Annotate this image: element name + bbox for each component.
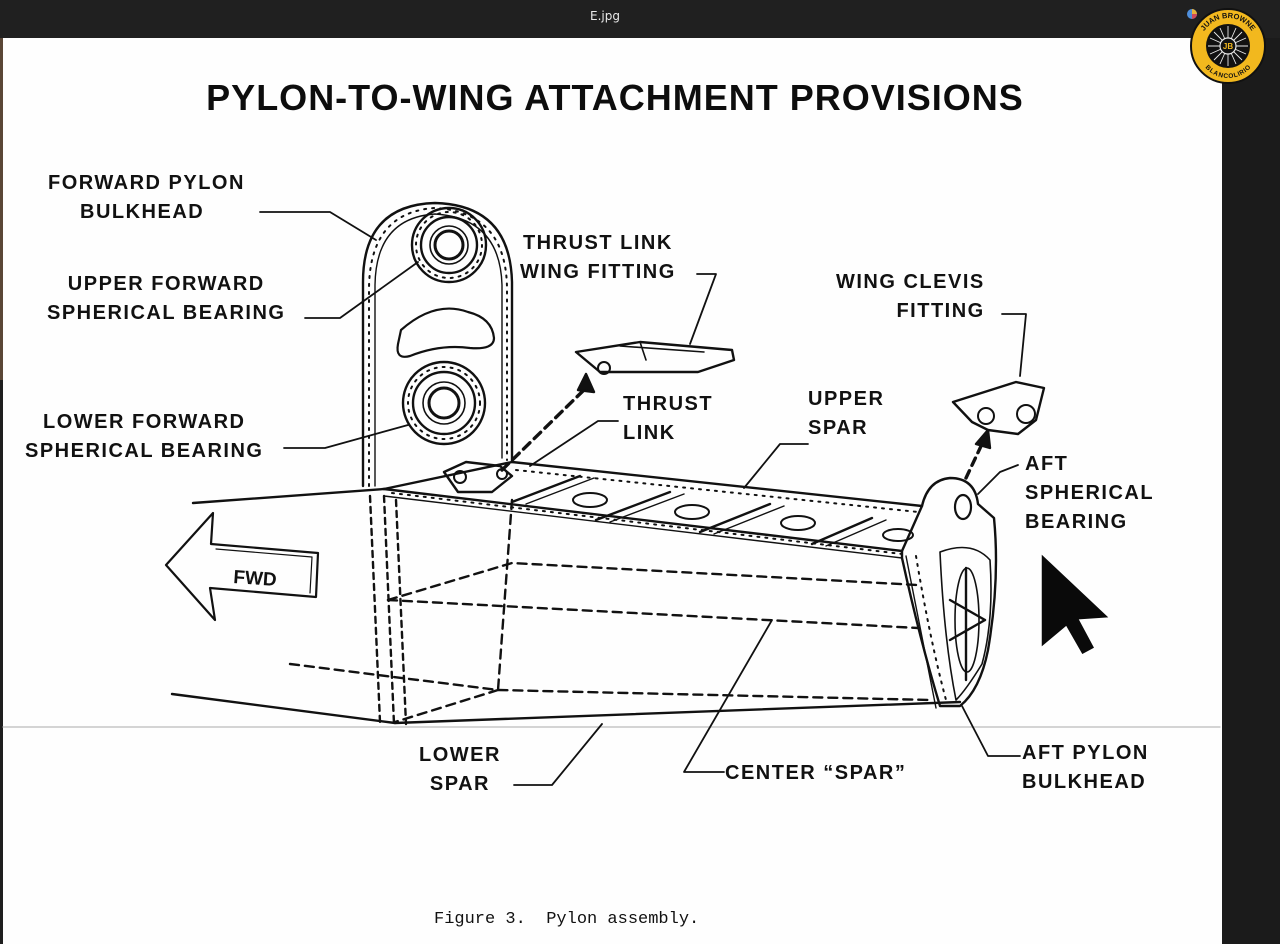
upper-spar-back-edge — [382, 460, 924, 508]
wing-lower-line — [170, 692, 397, 725]
leader-thrust-link-wing-fitting — [689, 273, 717, 345]
thrust-link-shape — [442, 460, 514, 494]
channel-logo-icon: JB JUAN BROWNE BLANCOLIRIO — [1190, 8, 1266, 84]
aft-spherical-bearing-ring — [953, 493, 973, 521]
leader-upper-spar — [743, 443, 809, 489]
bulkhead-upper-window — [396, 307, 496, 358]
leader-lower-forward-bearing — [283, 424, 409, 449]
wing-leading-line — [191, 487, 386, 505]
leader-aft-pylon-bulkhead — [961, 705, 1021, 757]
thrust-link-wing-fitting-shape — [574, 340, 736, 374]
label-lower-forward-spherical-bearing: LOWER FORWARD SPHERICAL BEARING — [25, 411, 264, 462]
label-forward-pylon-bulkhead: FORWARD PYLON BULKHEAD — [48, 172, 245, 223]
forward-bulkhead-outline — [361, 201, 514, 488]
label-center-spar: CENTER “SPAR” — [725, 762, 907, 784]
label-thrust-link-wing-fitting: THRUST LINK WING FITTING — [520, 232, 676, 283]
viewer-side-panel — [1222, 38, 1280, 944]
leader-forward-pylon-bulkhead — [259, 211, 377, 241]
pylon-diagram: FWD — [2, 201, 1221, 786]
mouse-pointer-icon — [1040, 551, 1112, 657]
label-wing-clevis-fitting: WING CLEVIS FITTING — [836, 271, 985, 322]
upper-spar-front-edge — [382, 487, 904, 553]
lower-spar-edge — [393, 700, 962, 725]
figure-title: PYLON-TO-WING ATTACHMENT PROVISIONS — [206, 77, 1024, 118]
leader-aft-spherical-bearing — [977, 464, 1019, 495]
hidden-center-spar-front — [496, 498, 514, 692]
label-upper-spar: UPPER SPAR — [808, 388, 885, 439]
svg-text:JB: JB — [1223, 42, 1233, 51]
window-filename: E.jpg — [590, 9, 620, 23]
label-aft-spherical-bearing: AFT SPHERICAL BEARING — [1025, 453, 1155, 533]
leader-center-spar — [683, 619, 773, 773]
figure-caption: Figure 3. Pylon assembly. — [434, 910, 700, 929]
upper-forward-bearing-ring — [410, 206, 488, 284]
wing-clevis-fitting-shape — [951, 380, 1046, 436]
fwd-arrow-shape — [164, 511, 320, 622]
lower-forward-bearing-ring — [401, 360, 487, 446]
fwd-label: FWD — [233, 567, 278, 591]
background-window-edge — [0, 38, 3, 380]
leader-wing-clevis-fitting — [1001, 313, 1027, 377]
leader-upper-forward-bearing — [304, 261, 419, 319]
label-upper-forward-spherical-bearing: UPPER FORWARD SPHERICAL BEARING — [47, 273, 286, 324]
label-aft-pylon-bulkhead: AFT PYLON BULKHEAD — [1022, 742, 1149, 793]
window-titlebar: E.jpg — [0, 0, 1280, 38]
label-lower-spar: LOWER SPAR — [419, 744, 501, 795]
document-page — [3, 38, 1222, 944]
colorful-app-icon — [1187, 9, 1197, 19]
leader-thrust-link — [529, 420, 619, 467]
label-thrust-link: THRUST LINK — [623, 393, 714, 444]
leader-lower-spar — [513, 723, 603, 786]
